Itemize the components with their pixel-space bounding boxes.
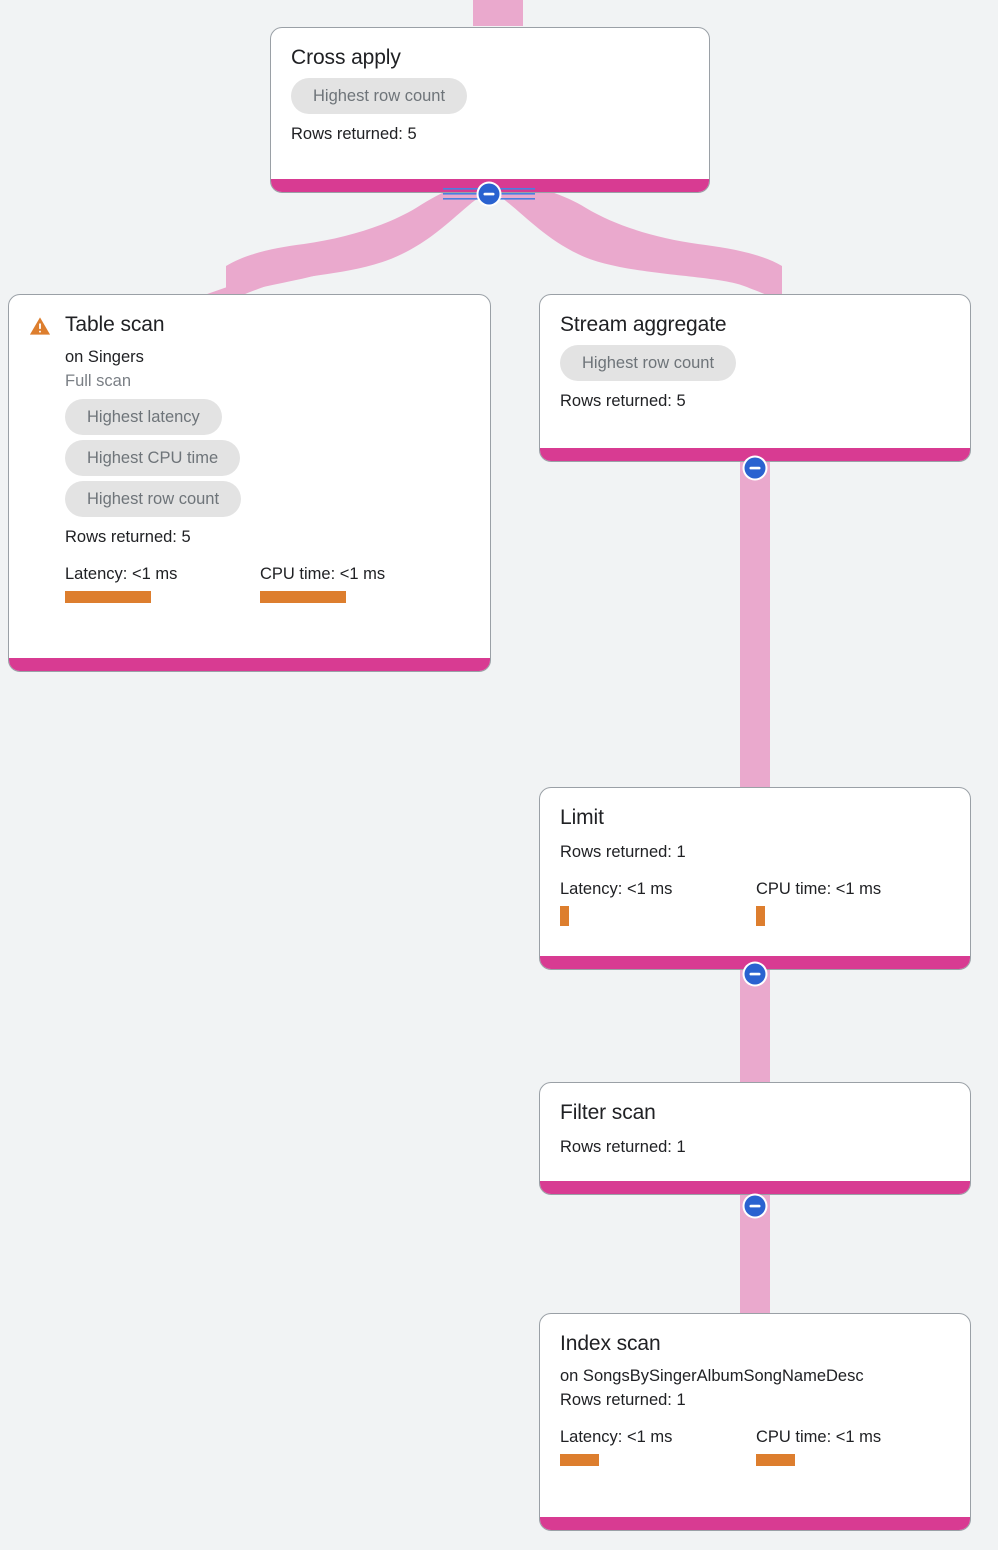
node-title: Table scan (65, 313, 165, 336)
rows-returned: Rows returned: 1 (560, 843, 686, 861)
node-body: Filter scan Rows returned: 1 (540, 1083, 970, 1181)
node-details: on Singers Full scan Highest latency Hig… (29, 339, 470, 603)
plan-node-stream-aggregate[interactable]: Stream aggregate Highest row count Rows … (539, 294, 971, 462)
node-accent-bar (9, 658, 490, 671)
collapse-button-filter-scan[interactable] (741, 1192, 769, 1220)
node-body: Limit Rows returned: 1 Latency: <1 ms CP… (540, 788, 970, 956)
metric-cpu-time-label: CPU time: <1 ms (756, 1428, 882, 1446)
node-metrics: Latency: <1 ms CPU time: <1 ms (560, 1426, 950, 1466)
chip-highest-row-count: Highest row count (65, 481, 242, 517)
metric-cpu-time: CPU time: <1 ms (756, 878, 881, 926)
node-metrics: Latency: <1 ms CPU time: <1 ms (560, 878, 950, 926)
edge-streamagg-limit (740, 455, 770, 795)
chip-highest-row-count: Highest row count (291, 78, 468, 114)
metric-latency-bar (560, 1454, 599, 1466)
node-chips: Highest row count (560, 345, 950, 381)
minus-circle-icon (742, 961, 768, 987)
rows-returned: Rows returned: 1 (560, 1138, 686, 1156)
node-scan-type: Full scan (65, 372, 132, 390)
metric-cpu-time-bar (260, 591, 346, 603)
metric-cpu-time-label: CPU time: <1 ms (260, 565, 386, 583)
chip-highest-row-count: Highest row count (560, 345, 737, 381)
node-metrics: Latency: <1 ms CPU time: <1 ms (65, 563, 470, 603)
rows-returned: Rows returned: 5 (560, 392, 686, 410)
metric-latency-label: Latency: <1 ms (560, 1428, 673, 1446)
node-target: on Singers (65, 348, 144, 366)
node-title: Index scan (560, 1332, 661, 1355)
metric-cpu-time-bar (756, 906, 765, 926)
rows-returned: Rows returned: 5 (291, 125, 417, 143)
chip-highest-cpu-time: Highest CPU time (65, 440, 241, 476)
node-target: on SongsBySingerAlbumSongNameDesc (560, 1367, 864, 1385)
chip-highest-latency: Highest latency (65, 399, 222, 435)
node-chips: Highest latency Highest CPU time Highest… (65, 399, 470, 517)
collapse-button-stream-aggregate[interactable] (741, 454, 769, 482)
node-header: Stream aggregate (560, 311, 950, 339)
minus-circle-icon (476, 181, 502, 207)
edge-crossapply-tablescan (228, 192, 489, 300)
node-header: Index scan (560, 1330, 950, 1358)
node-header: Cross apply (291, 44, 689, 72)
node-body: Cross apply Highest row count Rows retur… (271, 28, 709, 179)
node-header: Table scan (29, 311, 470, 339)
node-accent-bar (540, 448, 970, 461)
metric-cpu-time: CPU time: <1 ms (260, 563, 385, 603)
metric-latency-label: Latency: <1 ms (65, 565, 178, 583)
minus-circle-icon (742, 1193, 768, 1219)
node-title: Cross apply (291, 46, 401, 69)
metric-cpu-time: CPU time: <1 ms (756, 1426, 881, 1466)
node-accent-bar (540, 1517, 970, 1530)
metric-cpu-time-bar (756, 1454, 795, 1466)
edge-crossapply-tablescan-band (190, 196, 487, 302)
node-title: Stream aggregate (560, 313, 727, 336)
plan-node-cross-apply[interactable]: Cross apply Highest row count Rows retur… (270, 27, 710, 193)
collapse-button-limit[interactable] (741, 960, 769, 988)
metric-latency: Latency: <1 ms (65, 563, 260, 603)
plan-node-table-scan[interactable]: Table scan on Singers Full scan Highest … (8, 294, 491, 672)
node-title: Limit (560, 806, 604, 829)
minus-circle-icon (742, 455, 768, 481)
metric-latency: Latency: <1 ms (560, 1426, 756, 1466)
plan-node-limit[interactable]: Limit Rows returned: 1 Latency: <1 ms CP… (539, 787, 971, 970)
metric-latency-label: Latency: <1 ms (560, 880, 673, 898)
node-title: Filter scan (560, 1101, 656, 1124)
node-chips: Highest row count (291, 78, 689, 114)
node-body: Stream aggregate Highest row count Rows … (540, 295, 970, 448)
node-header: Limit (560, 804, 950, 832)
rows-returned: Rows returned: 1 (560, 1391, 686, 1409)
metric-latency-bar (65, 591, 151, 603)
rows-returned: Rows returned: 5 (65, 528, 191, 546)
collapse-button-cross-apply[interactable] (475, 180, 503, 208)
edge-root-in (473, 0, 523, 26)
warning-icon (29, 317, 51, 335)
plan-node-index-scan[interactable]: Index scan on SongsBySingerAlbumSongName… (539, 1313, 971, 1531)
metric-latency: Latency: <1 ms (560, 878, 756, 926)
node-accent-bar (540, 1181, 970, 1194)
node-header: Filter scan (560, 1099, 950, 1127)
node-body: Index scan on SongsBySingerAlbumSongName… (540, 1314, 970, 1517)
plan-node-filter-scan[interactable]: Filter scan Rows returned: 1 (539, 1082, 971, 1195)
node-body: Table scan on Singers Full scan Highest … (9, 295, 490, 658)
metric-latency-bar (560, 906, 569, 926)
metric-cpu-time-label: CPU time: <1 ms (756, 880, 882, 898)
